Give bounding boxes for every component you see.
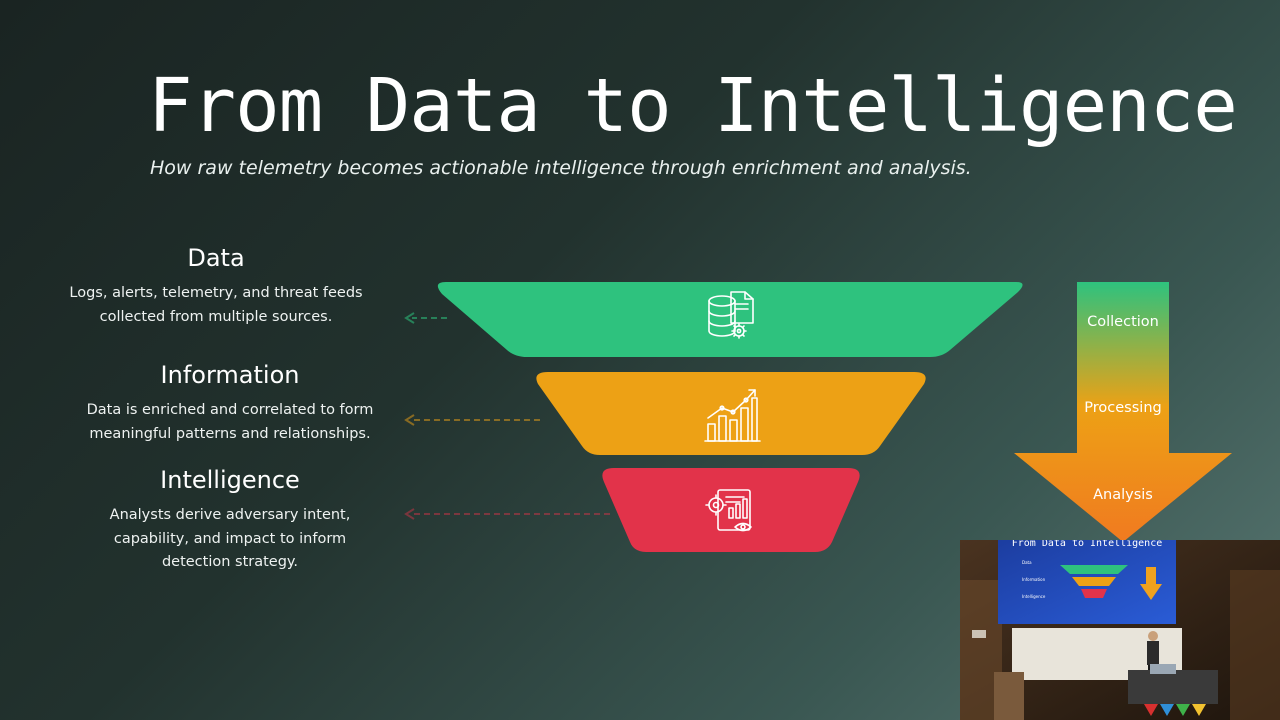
stage-title-information: Information — [160, 361, 300, 389]
pip-stage-information: Information — [1022, 577, 1046, 582]
connector-data — [404, 312, 447, 324]
database-document-icon — [708, 291, 754, 339]
stage-description-data: Logs, alerts, telemetry, and threat feed… — [69, 285, 363, 325]
presenter-video-overlay: From Data to Intelligence Data Informati… — [960, 540, 1280, 720]
slide-subtitle: How raw telemetry becomes actionable int… — [150, 157, 972, 179]
pip-stage-data: Data — [1022, 560, 1032, 565]
arrow-label-analysis: Analysis — [1093, 487, 1153, 503]
connector-information — [404, 414, 540, 426]
lecture-room-scene: From Data to Intelligence Data Informati… — [960, 540, 1280, 720]
pip-funnel-information — [1072, 577, 1116, 586]
lectern-desk — [1128, 670, 1218, 704]
stage-title-data: Data — [187, 244, 245, 272]
report-analysis-icon — [705, 489, 752, 532]
stage-text-information: Information Data is enriched and correla… — [70, 361, 390, 446]
connector-intelligence — [404, 508, 610, 520]
bar-chart-growth-icon — [704, 389, 761, 442]
pip-slide-title: From Data to Intelligence — [1012, 540, 1163, 549]
arrow-label-processing: Processing — [1084, 400, 1162, 416]
slide-title: From Data to Intelligence — [148, 63, 1238, 149]
pip-stage-intelligence: Intelligence — [1022, 594, 1046, 599]
arrow-label-collection: Collection — [1087, 314, 1159, 330]
pip-funnel-data — [1060, 565, 1128, 574]
stage-text-data: Data Logs, alerts, telemetry, and threat… — [55, 244, 377, 329]
pip-process-arrow — [1140, 567, 1162, 600]
process-arrow — [1014, 282, 1232, 542]
funnel-segment-intelligence — [602, 468, 860, 552]
stage-title-intelligence: Intelligence — [160, 466, 300, 494]
pip-funnel-intelligence — [1081, 589, 1107, 598]
stage-text-intelligence: Intelligence Analysts derive adversary i… — [100, 466, 360, 575]
funnel-segment-data — [437, 282, 1023, 357]
stage-description-information: Data is enriched and correlated to form … — [86, 402, 374, 442]
stage-description-intelligence: Analysts derive adversary intent, capabi… — [109, 507, 351, 570]
